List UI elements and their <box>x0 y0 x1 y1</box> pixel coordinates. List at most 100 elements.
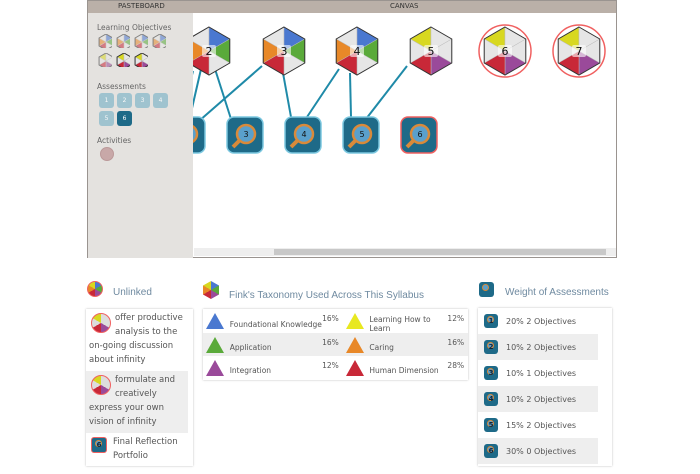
assessment-icon: 6 <box>484 444 498 458</box>
objective-node[interactable]: 6 <box>483 26 527 76</box>
taxonomy-triangle-icon <box>206 336 224 353</box>
assessment-weight-row[interactable]: 5 15% 2 Objectives <box>478 412 612 438</box>
label-backing <box>202 45 216 57</box>
unlinked-assessment[interactable]: 6 Final Reflection Portfolio <box>86 433 193 465</box>
scrollbar-thumb[interactable] <box>274 249 606 255</box>
objective-node[interactable]: 2 <box>193 26 231 76</box>
assessment-number: 3 <box>140 97 145 104</box>
pasteboard-objective[interactable] <box>116 53 130 67</box>
canvas-graph: 23456723456 <box>193 24 606 154</box>
activity-icon[interactable] <box>100 147 114 161</box>
unlinked-objective[interactable]: offer productive analysis to the on-goin… <box>86 309 193 371</box>
assessment-weight-row[interactable]: 3 10% 1 Objectives <box>478 360 612 386</box>
weight-text: 10% 1 Objectives <box>506 368 577 378</box>
link-line[interactable] <box>214 68 232 120</box>
hex-outline <box>483 26 527 76</box>
link-line[interactable] <box>349 72 352 118</box>
taxonomy-label: Caring <box>369 333 448 356</box>
assessment-number: 2 <box>122 97 127 104</box>
assessment-number: 3 <box>243 130 248 139</box>
taxonomy-triangle-icon <box>345 359 364 376</box>
weight-text: 20% 2 Objectives <box>506 316 577 326</box>
assessment-node[interactable]: 6 <box>400 116 438 154</box>
pasteboard-objective[interactable] <box>152 34 166 48</box>
pasteboard-assessment[interactable]: 4 <box>153 93 168 108</box>
taxonomy-percent: 12% <box>322 361 339 370</box>
magnifier-icon <box>409 123 431 145</box>
mini-hex[interactable] <box>134 34 148 48</box>
label-backing <box>572 45 586 57</box>
pasteboard-heading: PASTEBOARD <box>118 2 165 10</box>
label-backing <box>424 45 438 57</box>
mini-hex[interactable] <box>98 53 112 67</box>
link-line[interactable] <box>365 65 408 120</box>
unlinked-objective-text: offer productive analysis to the on-goin… <box>89 313 183 365</box>
link-line[interactable] <box>193 68 202 117</box>
link-line[interactable] <box>282 72 292 118</box>
mini-hex[interactable] <box>116 53 130 67</box>
pasteboard-objective[interactable] <box>98 34 112 48</box>
pasteboard-assessment[interactable]: 6 <box>117 111 132 126</box>
taxonomy-label: Foundational Knowledge <box>229 319 322 329</box>
horizontal-scrollbar[interactable] <box>194 248 616 256</box>
objective-hex-icon <box>91 375 111 395</box>
taxonomy-percent: 16% <box>322 333 343 356</box>
unlinked-assessment-text: Final Reflection Portfolio <box>113 437 178 461</box>
mini-hex[interactable] <box>116 34 130 48</box>
pasteboard-objective[interactable] <box>98 53 112 67</box>
assessment-node[interactable]: 3 <box>226 116 264 154</box>
assessment-icon: 3 <box>484 366 498 380</box>
canvas[interactable]: 23456723456 <box>193 13 617 258</box>
canvas-heading: CANVAS <box>390 2 419 10</box>
pasteboard-assessment[interactable]: 3 <box>135 93 150 108</box>
objective-node[interactable]: 3 <box>262 26 306 76</box>
magnifier-icon <box>293 123 315 145</box>
pasteboard-objective[interactable] <box>134 53 148 67</box>
taxonomy-triangle-icon <box>345 336 364 353</box>
assessment-icon: 5 <box>484 418 498 432</box>
objective-node[interactable]: 4 <box>335 26 379 76</box>
pasteboard-assessment[interactable]: 2 <box>117 93 132 108</box>
objective-node[interactable]: 5 <box>409 26 453 76</box>
objective-hex-icon <box>91 313 111 333</box>
magnifier-icon <box>351 123 373 145</box>
taxonomy-label: Human Dimension <box>369 366 439 375</box>
assessment-number: 6 <box>417 130 422 139</box>
mini-hex[interactable] <box>152 34 166 48</box>
taxonomy-percent: 16% <box>322 314 339 323</box>
link-line[interactable] <box>198 65 263 122</box>
assessment-node[interactable]: 4 <box>284 116 322 154</box>
assessments-label: Assessments <box>97 82 146 91</box>
assessment-node[interactable]: 2 <box>193 116 206 154</box>
label-backing <box>350 45 364 57</box>
assessment-tile <box>193 116 206 154</box>
unlinked-objective[interactable]: formulate and creatively express your ow… <box>86 371 188 433</box>
hex-outline <box>262 26 306 76</box>
taxonomy-percent: 12% <box>447 314 465 323</box>
assessment-icon: 6 <box>91 437 107 453</box>
taxonomy-label: Application <box>229 333 323 356</box>
mini-hex[interactable] <box>134 53 148 67</box>
hex-outline <box>116 53 130 67</box>
weight-text: 15% 2 Objectives <box>506 420 577 430</box>
assessment-icon: 2 <box>484 340 498 354</box>
label-backing <box>498 45 512 57</box>
hex-segment-caring <box>193 41 210 61</box>
link-line[interactable] <box>306 68 340 118</box>
magnifier-icon <box>235 123 257 145</box>
pasteboard-objective[interactable] <box>134 34 148 48</box>
objective-number: 4 <box>354 45 361 58</box>
pasteboard-assessment[interactable]: 1 <box>99 93 114 108</box>
unlinked-title: Unlinked <box>113 287 152 298</box>
objective-node[interactable]: 7 <box>557 26 601 76</box>
pasteboard-assessment[interactable]: 5 <box>99 111 114 126</box>
pasteboard-objective[interactable] <box>116 34 130 48</box>
mini-hex[interactable] <box>98 34 112 48</box>
assessment-number: 4 <box>158 97 163 104</box>
assessment-node[interactable]: 5 <box>342 116 380 154</box>
